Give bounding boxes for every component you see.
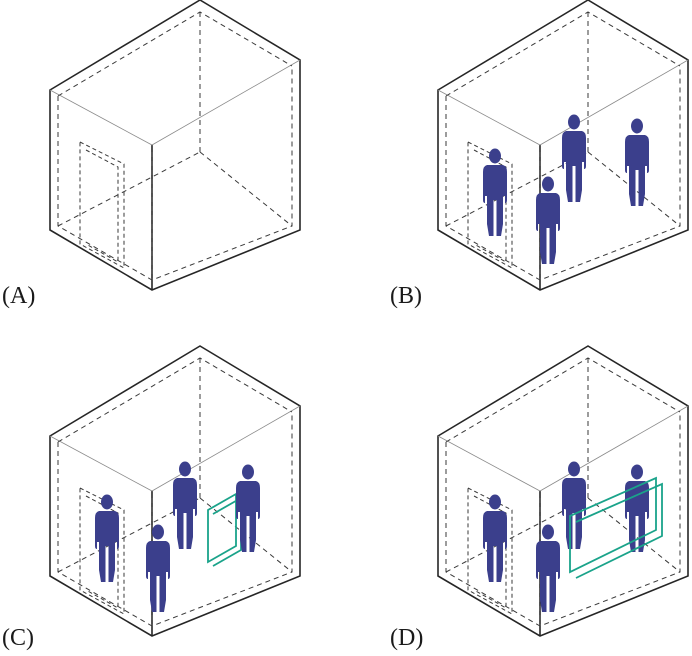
person-icon xyxy=(483,494,507,582)
person-icon xyxy=(236,464,260,552)
room-box xyxy=(49,0,301,291)
panel-d xyxy=(437,345,689,637)
person-icon xyxy=(173,461,197,549)
person-icon xyxy=(95,494,119,582)
window-icon xyxy=(569,476,663,579)
panel-a xyxy=(49,0,301,291)
panel-label-a: (A) xyxy=(2,283,36,309)
panel-b xyxy=(437,0,689,291)
person-icon xyxy=(562,114,586,202)
panel-label-d: (D) xyxy=(390,625,424,651)
person-icon xyxy=(483,148,507,236)
person-icon xyxy=(625,118,649,206)
panel-c xyxy=(49,345,301,637)
person-icon xyxy=(562,461,586,549)
door-icon xyxy=(79,141,125,269)
panel-label-b: (B) xyxy=(390,283,422,309)
person-icon xyxy=(146,524,170,612)
panel-label-c: (C) xyxy=(2,625,34,651)
